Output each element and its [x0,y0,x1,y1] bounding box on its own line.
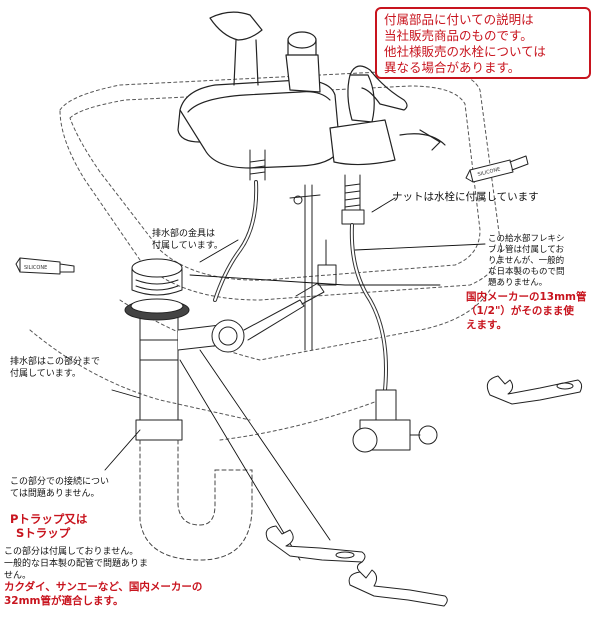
trap-makers-label: カクダイ、サンエーなど、国内メーカーの 32mm管が適合します。 [4,581,203,607]
notice-box: 付属部品に付いての説明は 当社販売商品のものです。 他社様販売の水栓については … [375,7,591,79]
connection-label: この部分での接続につい ては問題ありません。 [10,477,110,499]
notice-line: 異なる場合があります。 [384,60,521,75]
drain-fitting-label: 排水部の金具は 付属しています。 [152,229,223,251]
p-trap [139,439,253,561]
sink-basin [29,69,502,441]
drain-assembly [124,258,325,441]
drain-included-label: 排水部はこの部分まで 付属しています。 [10,357,101,379]
silicone-tube-left [15,257,75,275]
adjustable-wrench [265,525,366,563]
tube-text-left: SILICONE [24,265,47,271]
flex-pipe-label: この給水部フレキシ ブル管は付属してお りませんが、一般的 な日本製のもので問 … [488,234,565,288]
nut-label: ナットは水栓に付属しています [392,191,539,203]
notice-line: 付属部品に付いての説明は [384,12,534,27]
faucet [177,11,446,169]
trap-not-included-label: この部分は付属しておりません。 一般的な日本製の配管で問題ありま せん。 [4,547,149,581]
domestic-pipe-label: 国内メーカーの13mm管 （1/2"）がそのまま使 えます。 [466,291,587,331]
tube-text-right: SILICONE [477,166,501,177]
leader-lines [104,197,486,561]
notice-line: 他社様販売の水栓については [384,44,546,59]
supply-lines [213,149,438,453]
popup-rod [289,184,337,351]
silicone-tube-right [465,155,529,183]
notice-line: 当社販売商品のものです。 [384,28,533,43]
wrench-right [486,375,583,405]
trap-title: Pトラップ又は Sトラップ [10,512,88,540]
pipe-wrench [348,561,448,607]
